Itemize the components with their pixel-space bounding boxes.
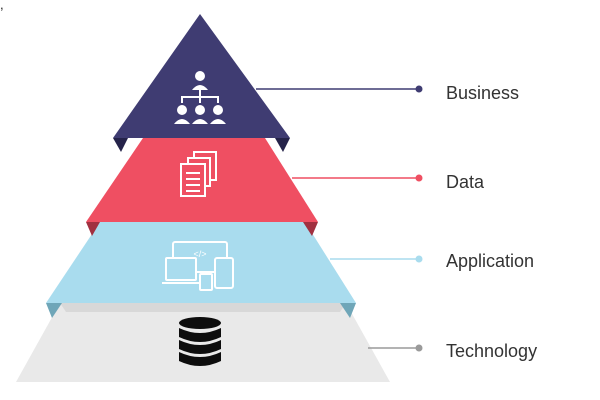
layer-data-left-shadow — [86, 222, 100, 236]
layer-technology-shape — [16, 303, 390, 382]
label-technology: Technology — [446, 341, 537, 361]
layer-data — [86, 138, 318, 236]
layer-application-right-shadow — [340, 303, 356, 318]
connector-application — [330, 255, 423, 263]
layer-business — [113, 14, 290, 152]
label-application: Application — [446, 251, 534, 271]
devices-icon — [162, 241, 234, 291]
corner-mark: , — [0, 0, 4, 12]
connector-technology — [368, 344, 423, 352]
layer-application: </> — [46, 222, 356, 318]
connector-data — [292, 174, 423, 182]
layer-technology — [16, 303, 390, 382]
label-data: Data — [446, 172, 485, 192]
layer-data-right-shadow — [303, 222, 318, 236]
label-business: Business — [446, 83, 519, 103]
documents-icon — [180, 151, 217, 197]
connector-business — [256, 85, 423, 93]
layer-business-right-shadow — [275, 138, 290, 152]
code-symbol: </> — [193, 249, 206, 259]
layer-application-left-shadow — [46, 303, 62, 318]
layer-technology-top-edge — [60, 303, 346, 312]
layer-business-left-shadow — [113, 138, 128, 152]
org-chart-icon — [174, 71, 226, 124]
database-icon — [179, 317, 221, 366]
layer-application-shape — [46, 222, 356, 303]
